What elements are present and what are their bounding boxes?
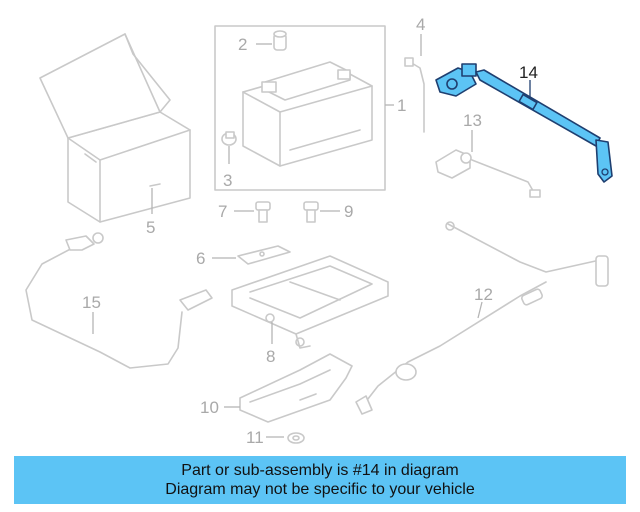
- support-bracket-part-10[interactable]: [239, 353, 353, 423]
- vent-plug-part-2[interactable]: [273, 30, 287, 51]
- battery-box-part-5[interactable]: [39, 33, 191, 223]
- washer-part-11[interactable]: [287, 432, 305, 444]
- bolt-part-7[interactable]: [255, 201, 271, 223]
- callout-13: 13: [463, 111, 482, 130]
- banner-line-disclaimer: Diagram may not be specific to your vehi…: [165, 481, 475, 498]
- callout-11: 11: [246, 428, 264, 447]
- bolt-part-9[interactable]: [303, 201, 319, 223]
- plug-part-3[interactable]: [221, 131, 237, 146]
- callout-10: 10: [200, 398, 219, 417]
- callout-2: 2: [238, 35, 247, 54]
- callout-1: 1: [397, 96, 406, 115]
- bracket-part-6[interactable]: [237, 245, 291, 265]
- positive-cable-part-14[interactable]: [435, 63, 613, 183]
- callout-12: 12: [474, 285, 493, 304]
- callout-4: 4: [416, 15, 425, 34]
- part-info-banner: Part or sub-assembly is #14 in diagram D…: [14, 456, 626, 504]
- terminal-cable-part-13[interactable]: [435, 149, 541, 198]
- banner-line-part: Part or sub-assembly is #14 in diagram: [181, 462, 459, 479]
- callout-6: 6: [196, 249, 205, 268]
- callout-7: 7: [218, 202, 227, 221]
- callout-3: 3: [223, 171, 232, 190]
- callout-9: 9: [344, 202, 353, 221]
- hold-down-rod-part-4[interactable]: [404, 57, 425, 133]
- leader-12: [477, 301, 483, 319]
- callout-14: 14: [519, 63, 538, 82]
- ground-cable-part-15[interactable]: [25, 232, 213, 369]
- battery-tray-part-8[interactable]: [231, 255, 389, 349]
- callout-5: 5: [146, 218, 155, 237]
- parts-diagram: 5 1 2 3 4 13: [25, 15, 613, 447]
- battery-part-1[interactable]: [214, 25, 386, 191]
- callout-15: 15: [82, 293, 101, 312]
- callout-8: 8: [266, 347, 275, 366]
- cable-harness-part-12[interactable]: [355, 221, 609, 415]
